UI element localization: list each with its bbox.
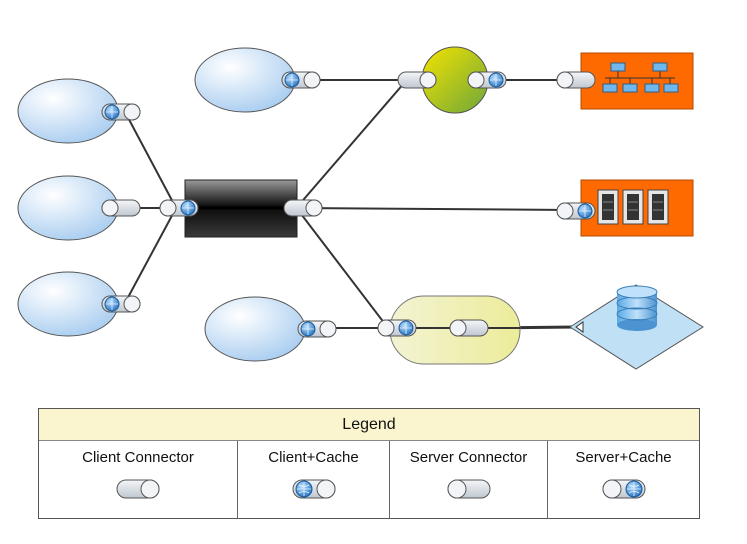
cache-connector <box>297 320 337 338</box>
connector <box>101 199 141 217</box>
legend-item-server-cache: Server+Cache <box>548 441 699 519</box>
legend-label: Client+Cache <box>268 449 359 466</box>
server-cache-icon <box>602 479 645 499</box>
cache-connector <box>377 319 417 337</box>
legend-item-server-connector: Server Connector <box>390 441 548 519</box>
cache-connector <box>281 71 321 89</box>
database-icon <box>616 285 658 331</box>
legend-label: Server+Cache <box>575 449 672 466</box>
legend-label: Server Connector <box>409 449 528 466</box>
connector <box>397 71 437 89</box>
client-connector-icon <box>116 479 160 499</box>
cache-connector <box>101 295 141 313</box>
server-node <box>580 52 694 110</box>
connector <box>283 199 323 217</box>
connector <box>556 71 596 89</box>
legend-title: Legend <box>39 409 699 441</box>
client-node <box>204 296 306 362</box>
cache-connector <box>159 199 199 217</box>
client-node <box>194 47 296 113</box>
network-topology-icon <box>602 62 679 93</box>
legend-item-client-cache: Client+Cache <box>238 441 390 519</box>
connector <box>449 319 489 337</box>
cache-connector <box>556 202 596 220</box>
connectors <box>101 71 596 338</box>
legend-item-client-connector: Client Connector <box>39 441 238 519</box>
server-rack-icon <box>597 189 669 225</box>
server-connector-icon <box>447 479 490 499</box>
cache-connector <box>101 103 141 121</box>
legend: Legend Client Connector Client+Cache Ser… <box>38 408 700 519</box>
cache-connector <box>467 71 507 89</box>
client-cache-icon <box>292 479 335 499</box>
architecture-diagram <box>17 46 704 370</box>
legend-label: Client Connector <box>82 449 194 466</box>
connection-lines <box>124 79 577 330</box>
